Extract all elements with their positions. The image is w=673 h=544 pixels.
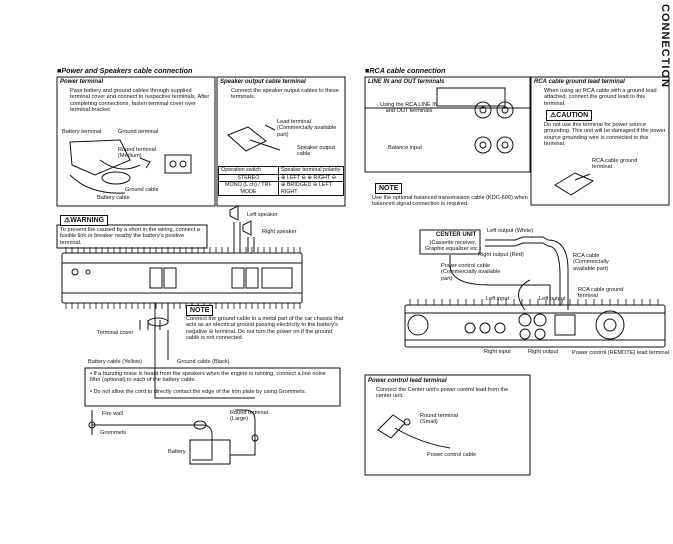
label-right-speaker: Right speaker [262, 229, 297, 235]
label-battery-terminal: Battery terminal [62, 129, 102, 135]
speaker-output-text: Connect the speaker output cables to the… [231, 88, 339, 101]
power-control-lead-title: Power control lead terminal [368, 378, 447, 384]
label-power-control-cable-inset: Power control cable [427, 452, 477, 458]
left-note-text: Connect the ground cable to a metal part… [186, 316, 344, 342]
buzz-note-1: • If a buzzing noise is heard from the s… [90, 371, 326, 384]
right-note-text: Use the optional balanced transmission c… [372, 195, 528, 208]
label-lead-terminal: Lead terminal (Commercially available pa… [277, 119, 337, 138]
label-left-output: Left output [539, 296, 566, 302]
power-terminal-title: Power terminal [60, 79, 104, 85]
right-section-title: ■RCA cable connection [365, 66, 446, 75]
label-power-control-remote: Power control (REMOTE) lead terminal [572, 350, 669, 356]
right-note-badge: NOTE [375, 183, 403, 194]
label-terminal-cover: Terminal cover [97, 330, 134, 336]
label-ground-terminal: Ground terminal [118, 129, 159, 135]
table-cell: ⊕ BRIDGED ⊖ LEFT RIGHT [277, 181, 345, 196]
rca-ground-text: When using an RCA cable with a ground le… [544, 88, 657, 107]
label-left-speaker: Left speaker [247, 212, 278, 218]
label-rca-cable-ground-terminal: RCA cable ground terminal [578, 287, 624, 300]
table-header-switch: Operation switch [218, 166, 279, 175]
center-unit-sub: (Cassette receiver, Graphic equalizer et… [424, 240, 482, 253]
label-rca-cable: RCA cable (Commercially available part) [573, 253, 609, 272]
label-grommets: Grommets [100, 430, 127, 436]
label-power-control-cable: Power control cable (Commercially availa… [441, 263, 501, 282]
label-right-output-red: Right output (Red) [478, 252, 524, 258]
buzz-note-2: • Do not allow the cord to directly cont… [90, 389, 307, 395]
power-terminal-text: Pass battery and ground cables through s… [70, 88, 210, 114]
center-unit-title: CENTER UNIT [436, 232, 477, 238]
label-rca-cable-ground-terminal-inset: RCA cable ground terminal [592, 158, 638, 171]
left-section-title: ■Power and Speakers cable connection [57, 66, 193, 75]
line-in-out-title: LINE IN and OUT terminals [368, 79, 445, 85]
label-round-terminal-medium: Round terminal (Medium) [118, 147, 156, 160]
table-header-polarity: Speaker terminal polarity [277, 166, 345, 175]
label-left-input: Left input [486, 296, 510, 302]
label-battery: Battery [168, 449, 186, 455]
label-right-output: Right output [528, 349, 559, 355]
caution-badge: ⚠CAUTION [546, 110, 593, 121]
warning-badge: ⚠WARNING [60, 215, 109, 226]
label-ground-cable: Ground cable [125, 187, 159, 193]
label-right-input: Right input [484, 349, 511, 355]
warning-text: To prevent fire caused by a short in the… [60, 227, 200, 246]
label-round-terminal-small: Round terminal (Small) [420, 413, 458, 426]
polarity-table: Operation switch Speaker terminal polari… [218, 166, 345, 196]
caution-text: Do not use this terminal for power sourc… [544, 122, 666, 148]
label-battery-cable: Battery cable [97, 195, 130, 201]
label-balance-input: Balance input [388, 145, 422, 151]
power-control-lead-text: Connect the Center unit's power control … [376, 387, 509, 400]
side-title: CONNECTION [659, 4, 671, 88]
rca-ground-title: RCA cable ground lead terminal [534, 79, 625, 85]
label-round-terminal-large: Round terminal (Large) [230, 410, 268, 423]
table-cell: MONO (L ch) / TRI-MODE [218, 181, 279, 196]
speaker-output-title: Speaker output cable terminal [220, 79, 306, 85]
label-using-rca: Using the RCA LINE IN and OUT terminals [380, 102, 438, 115]
table-cell: STEREO [218, 173, 279, 182]
table-cell: ⊕ LEFT ⊖ ⊕ RIGHT ⊖ [277, 173, 345, 182]
label-left-output-white: Left output (White) [487, 228, 534, 234]
label-ground-cable-black: Ground cable (Black) [177, 359, 230, 365]
label-speaker-output-cable: Speaker output cable [297, 145, 335, 158]
left-note-badge: NOTE [186, 305, 214, 316]
label-fire-wall: Fire wall [102, 411, 123, 417]
label-battery-cable-yellow: Battery cable (Yellow) [88, 359, 142, 365]
